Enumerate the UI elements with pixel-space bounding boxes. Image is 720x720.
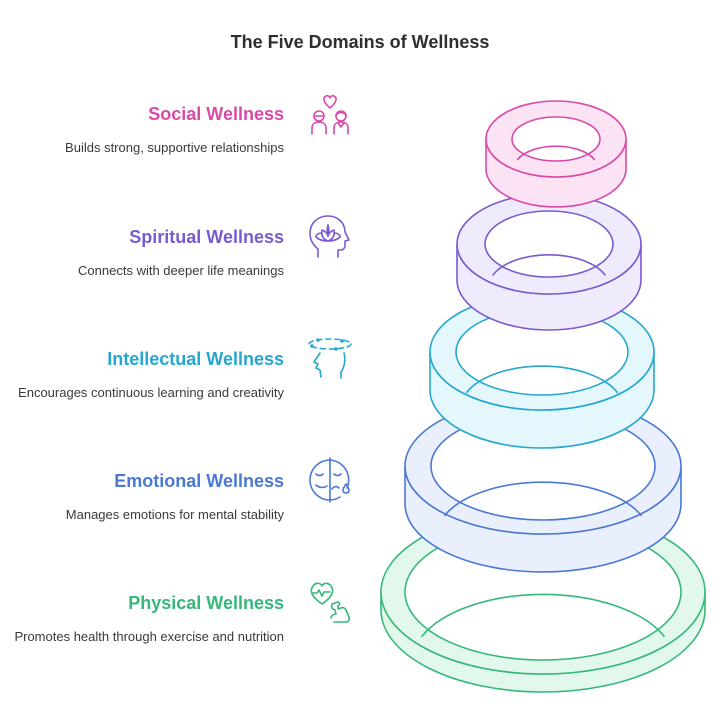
domain-physical: Physical Wellness Promotes health throug…: [0, 593, 284, 645]
ring-spiritual: [456, 193, 642, 331]
domain-label: Intellectual Wellness: [107, 349, 284, 369]
head-orbit-icon: [304, 332, 356, 384]
diagram-title: The Five Domains of Wellness: [230, 32, 490, 52]
domain-description: Promotes health through exercise and nut…: [14, 629, 284, 644]
ring-hole: [511, 116, 601, 162]
ring-inner-wall: [465, 365, 619, 394]
ring-inner-wall: [420, 593, 666, 638]
domain-spiritual: Spiritual Wellness Connects with deeper …: [0, 227, 284, 279]
ring-social: [485, 100, 627, 208]
ring-inner-wall: [516, 145, 596, 161]
domain-label: Physical Wellness: [128, 593, 284, 613]
ring-inner-wall: [443, 481, 643, 517]
domain-emotional: Emotional Wellness Manages emotions for …: [0, 471, 284, 523]
domain-intellectual: Intellectual Wellness Encourages continu…: [0, 349, 284, 401]
domain-description: Manages emotions for mental stability: [65, 507, 284, 522]
domain-label: Spiritual Wellness: [129, 227, 284, 247]
domain-label: Social Wellness: [148, 104, 284, 124]
domain-label: Emotional Wellness: [114, 471, 284, 491]
head-lotus-icon: [304, 211, 356, 263]
domain-description: Builds strong, supportive relationships: [65, 140, 284, 155]
people-heart-icon: [304, 90, 356, 142]
ring-hole: [484, 210, 614, 278]
domain-social: Social Wellness Builds strong, supportiv…: [0, 104, 284, 156]
happy-sad-face-icon: [304, 454, 356, 506]
domain-description: Encourages continuous learning and creat…: [18, 385, 284, 400]
ring-inner-wall: [492, 254, 606, 276]
domain-description: Connects with deeper life meanings: [78, 263, 284, 278]
heart-muscle-icon: [304, 576, 356, 628]
